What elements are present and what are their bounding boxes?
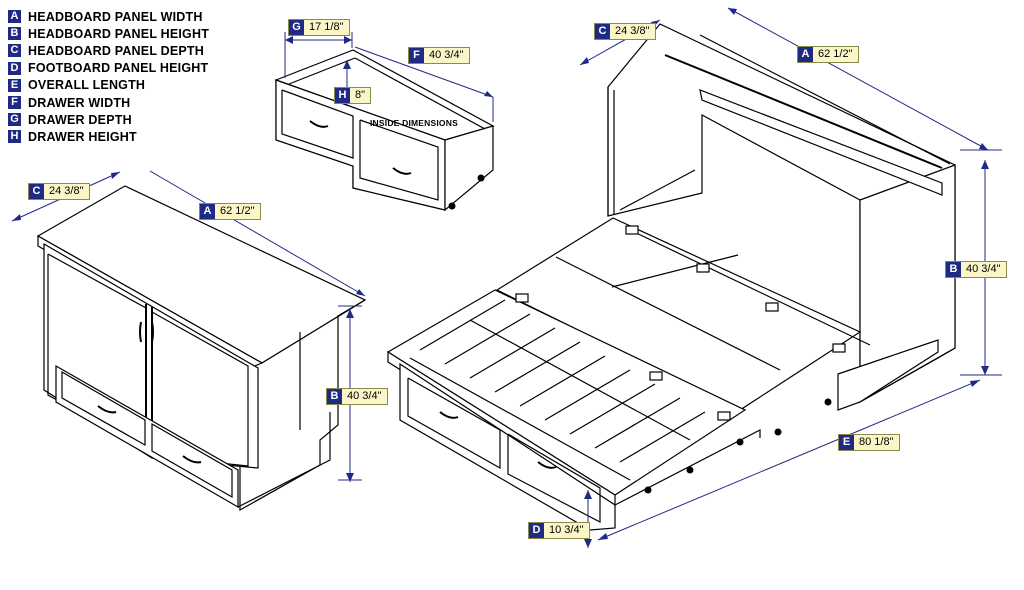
dimension-key: F <box>409 48 424 63</box>
dimension-key: B <box>327 389 342 404</box>
dimension-value: 10 3/4" <box>549 524 584 536</box>
dimension-key: G <box>289 20 304 35</box>
bed-width-label: A 62 1/2" <box>797 46 859 63</box>
dimension-value: 40 3/4" <box>347 390 382 402</box>
legend-label: DRAWER DEPTH <box>28 112 132 127</box>
bed-depth-label: C 24 3/8" <box>594 23 656 40</box>
legend-key: F <box>8 96 21 110</box>
dimension-value: 62 1/2" <box>818 48 853 60</box>
dimension-key: D <box>529 523 544 538</box>
legend-key: B <box>8 27 21 41</box>
legend-key: E <box>8 78 21 92</box>
dimension-key: A <box>798 47 813 62</box>
cabinet-height-label: B 40 3/4" <box>326 388 388 405</box>
legend-label: FOOTBOARD PANEL HEIGHT <box>28 61 209 76</box>
dimension-key: C <box>29 184 44 199</box>
legend-row: H DRAWER HEIGHT <box>8 128 209 145</box>
bed-height-label: B 40 3/4" <box>945 261 1007 278</box>
legend-label: HEADBOARD PANEL DEPTH <box>28 43 204 58</box>
legend-key: D <box>8 61 21 75</box>
drawer-depth-label: G 17 1/8" <box>288 19 350 36</box>
legend-key: C <box>8 44 21 58</box>
dimension-value: 40 3/4" <box>966 263 1001 275</box>
legend-key: G <box>8 113 21 127</box>
cabinet-width-label: A 62 1/2" <box>199 203 261 220</box>
dimension-key: H <box>335 88 350 103</box>
dimension-value: 17 1/8" <box>309 21 344 33</box>
dimension-legend: A HEADBOARD PANEL WIDTH B HEADBOARD PANEL … <box>8 8 209 146</box>
dimension-value: 8" <box>355 89 366 101</box>
dimension-key: E <box>839 435 854 450</box>
legend-row: A HEADBOARD PANEL WIDTH <box>8 8 209 25</box>
legend-label: DRAWER HEIGHT <box>28 129 137 144</box>
drawer-width-label: F 40 3/4" <box>408 47 470 64</box>
legend-row: G DRAWER DEPTH <box>8 111 209 128</box>
legend-key: H <box>8 130 21 144</box>
dimension-key: B <box>946 262 961 277</box>
legend-key: A <box>8 10 21 24</box>
dimension-value: 80 1/8" <box>859 436 894 448</box>
inside-dimensions-note: INSIDE DIMENSIONS <box>370 118 458 128</box>
legend-label: OVERALL LENGTH <box>28 78 146 93</box>
footboard-height-label: D 10 3/4" <box>528 522 590 539</box>
dimension-value: 24 3/8" <box>49 185 84 197</box>
legend-row: D FOOTBOARD PANEL HEIGHT <box>8 60 209 77</box>
legend-label: HEADBOARD PANEL WIDTH <box>28 9 203 24</box>
legend-row: F DRAWER WIDTH <box>8 94 209 111</box>
legend-row: C HEADBOARD PANEL DEPTH <box>8 42 209 59</box>
drawer-drawing <box>274 49 495 212</box>
dimension-key: C <box>595 24 610 39</box>
legend-row: B HEADBOARD PANEL HEIGHT <box>8 25 209 42</box>
legend-row: E OVERALL LENGTH <box>8 77 209 94</box>
dimension-key: A <box>200 204 215 219</box>
dimension-value: 40 3/4" <box>429 49 464 61</box>
closed-cabinet-drawing <box>36 185 367 512</box>
dimension-value: 24 3/8" <box>615 25 650 37</box>
overall-length-label: E 80 1/8" <box>838 434 900 451</box>
cabinet-depth-label: C 24 3/8" <box>28 183 90 200</box>
legend-label: HEADBOARD PANEL HEIGHT <box>28 26 210 41</box>
dimension-value: 62 1/2" <box>220 205 255 217</box>
legend-label: DRAWER WIDTH <box>28 95 131 110</box>
open-bed-drawing <box>386 23 956 531</box>
drawer-height-label: H 8" <box>334 87 372 104</box>
